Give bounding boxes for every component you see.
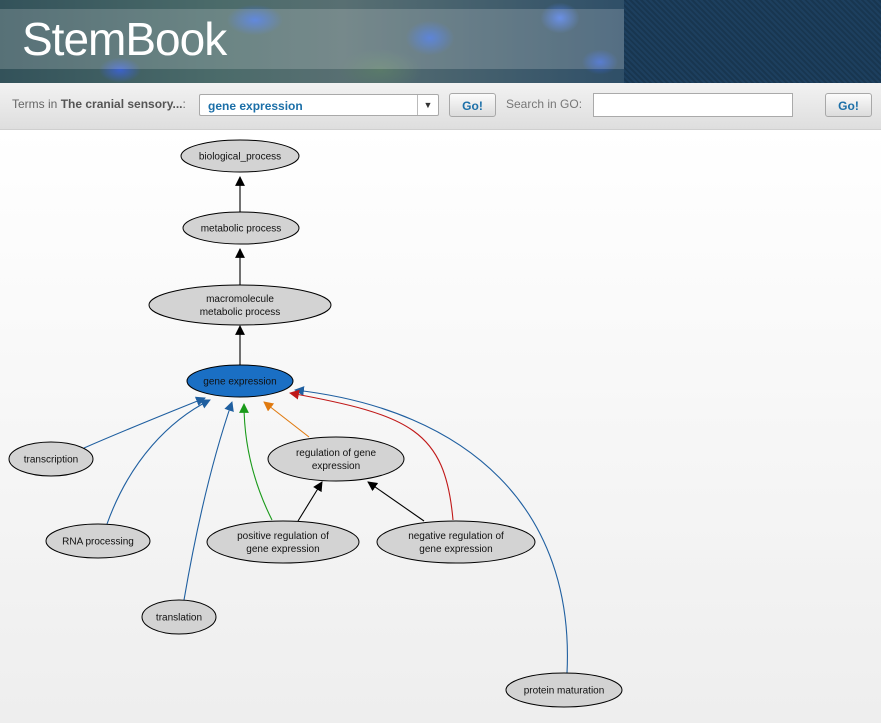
node-ellipse[interactable] xyxy=(180,139,300,173)
node-label: macromolecule xyxy=(206,294,274,305)
terms-prefix: Terms in xyxy=(12,97,61,111)
banner-photo xyxy=(0,0,624,83)
node-mmp[interactable]: macromolecule metabolic process xyxy=(148,284,332,326)
node-label: gene expression xyxy=(419,544,492,555)
node-ellipse[interactable] xyxy=(182,211,300,245)
banner-pattern xyxy=(624,0,881,83)
node-label: negative regulation of xyxy=(408,531,504,542)
node-label: metabolic process xyxy=(201,224,282,235)
node-bp[interactable]: biological_process xyxy=(180,139,300,173)
edge-pos-to-reg xyxy=(297,481,323,522)
node-trl[interactable]: translation xyxy=(141,599,217,635)
node-ellipse[interactable] xyxy=(148,284,332,326)
node-label: regulation of gene xyxy=(296,448,377,459)
search-label: Search in GO: xyxy=(506,97,583,111)
edge-tr-to-ge xyxy=(83,396,206,449)
edge-neg-to-reg xyxy=(367,481,425,522)
node-label: gene expression xyxy=(246,544,319,555)
edge-trl-to-ge xyxy=(183,401,234,601)
banner-overlay xyxy=(0,9,624,69)
edge-neg-to-ge xyxy=(289,389,454,521)
node-ellipse[interactable] xyxy=(8,441,94,477)
node-ge[interactable]: gene expression xyxy=(186,364,294,398)
node-label: transcription xyxy=(24,455,78,466)
term-select-value: gene expression xyxy=(208,99,303,113)
node-rna[interactable]: RNA processing xyxy=(45,523,151,559)
node-label: RNA processing xyxy=(62,537,134,548)
node-ellipse[interactable] xyxy=(186,364,294,398)
node-label: metabolic process xyxy=(200,307,281,318)
node-neg[interactable]: negative regulation of gene expression xyxy=(376,520,536,564)
node-label: expression xyxy=(312,461,360,472)
node-ellipse[interactable] xyxy=(505,672,623,708)
node-tr[interactable]: transcription xyxy=(8,441,94,477)
node-label: positive regulation of xyxy=(237,531,329,542)
terms-source: The cranial sensory... xyxy=(60,97,183,111)
header-banner: StemBook xyxy=(0,0,881,83)
node-label: gene expression xyxy=(203,377,276,388)
edges-layer xyxy=(83,176,568,674)
search-go-button[interactable]: Go! xyxy=(825,93,872,117)
go-button[interactable]: Go! xyxy=(449,93,496,117)
node-pm[interactable]: protein maturation xyxy=(505,672,623,708)
node-label: protein maturation xyxy=(524,686,605,697)
stembook-logo[interactable]: StemBook xyxy=(22,13,227,65)
node-ellipse[interactable] xyxy=(45,523,151,559)
node-mp[interactable]: metabolic process xyxy=(182,211,300,245)
term-toolbar: Terms in The cranial sensory...: gene ex… xyxy=(0,83,881,130)
edge-rna-to-ge xyxy=(106,399,211,525)
terms-label: Terms in The cranial sensory...: xyxy=(12,97,186,111)
node-reg[interactable]: regulation of gene expression xyxy=(267,436,405,482)
node-ellipse[interactable] xyxy=(206,520,360,564)
chevron-down-icon[interactable]: ▼ xyxy=(417,95,438,115)
node-label: translation xyxy=(156,613,202,624)
edge-reg-to-ge xyxy=(263,401,310,438)
node-ellipse[interactable] xyxy=(141,599,217,635)
edge-pm-to-ge xyxy=(294,386,568,674)
go-search-input[interactable] xyxy=(593,93,793,117)
node-ellipse[interactable] xyxy=(376,520,536,564)
node-ellipse[interactable] xyxy=(267,436,405,482)
term-select[interactable]: gene expression ▼ xyxy=(199,94,439,116)
terms-suffix: : xyxy=(182,97,186,111)
node-label: biological_process xyxy=(199,152,281,163)
node-pos[interactable]: positive regulation of gene expression xyxy=(206,520,360,564)
edge-pos-to-ge xyxy=(239,403,273,521)
